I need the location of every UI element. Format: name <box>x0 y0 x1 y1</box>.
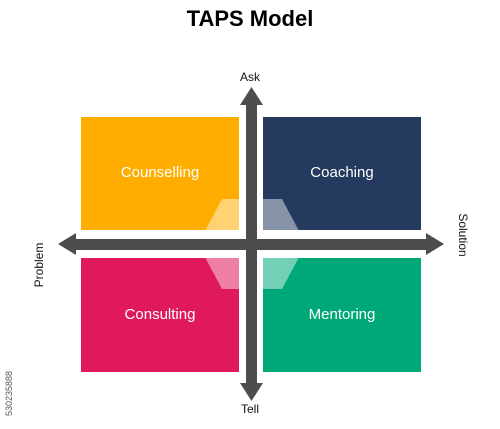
quadrant-mentoring <box>263 258 421 372</box>
quadrant-coaching <box>263 117 421 230</box>
quadrant-label-consulting: Consulting <box>125 306 196 323</box>
axis-label-problem: Problem <box>32 242 46 288</box>
quadrant-consulting <box>81 258 239 372</box>
quadrant-label-coaching: Coaching <box>310 164 373 181</box>
axis-label-solution: Solution <box>456 213 470 257</box>
axis-label-tell: Tell <box>240 402 259 416</box>
stock-image-id: 530235888 <box>4 370 14 416</box>
axis-label-ask: Ask <box>239 70 260 84</box>
quadrant-label-mentoring: Mentoring <box>309 306 376 323</box>
quadrant-counselling <box>81 117 239 230</box>
quadrant-label-counselling: Counselling <box>121 164 199 181</box>
page-title: TAPS Model <box>186 6 314 31</box>
ask-tell-arrow <box>240 87 263 401</box>
